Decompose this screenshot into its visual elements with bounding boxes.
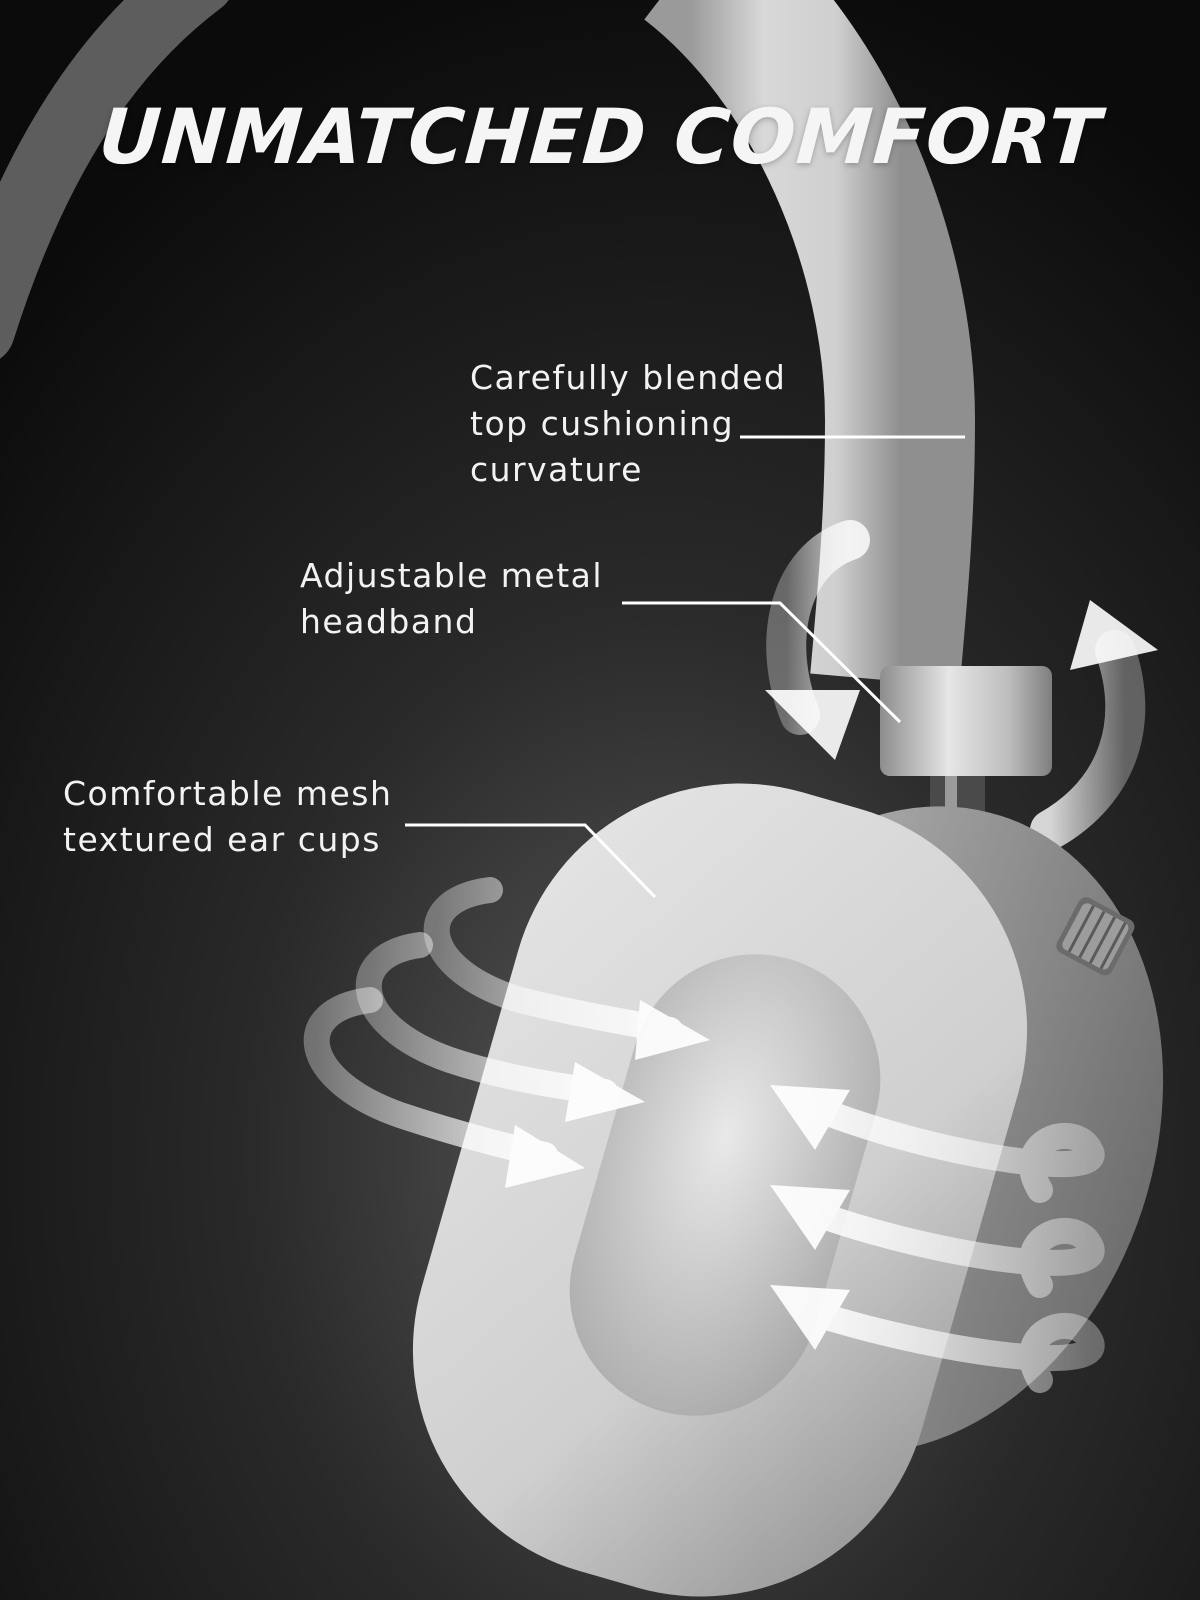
far-headband xyxy=(0,0,229,359)
callout-headband: Adjustable metal headband xyxy=(300,553,603,645)
callout-line: Comfortable mesh xyxy=(63,774,393,813)
leader-line-earcup xyxy=(405,823,657,899)
metal-slider xyxy=(880,666,1052,776)
callout-line: curvature xyxy=(470,450,643,489)
headband xyxy=(643,0,976,687)
volume-knob xyxy=(1056,897,1135,976)
rotate-arrow-left xyxy=(766,520,870,735)
leader-line-headband xyxy=(622,601,902,724)
rotate-arrow-right xyxy=(1030,630,1146,850)
callout-top-cushioning: Carefully blended top cushioning curvatu… xyxy=(470,355,786,493)
callout-line: headband xyxy=(300,602,478,641)
callout-line: Carefully blended xyxy=(470,358,787,397)
airflow-arrows-right xyxy=(770,1085,1105,1393)
callout-ear-cups: Comfortable mesh textured ear cups xyxy=(63,771,392,863)
callout-line: Adjustable metal xyxy=(300,556,604,595)
callout-line: textured ear cups xyxy=(63,820,381,859)
page-title: UNMATCHED COMFORT xyxy=(96,92,1104,181)
airflow-arrows-left xyxy=(303,877,710,1188)
callout-line: top cushioning xyxy=(470,404,735,443)
